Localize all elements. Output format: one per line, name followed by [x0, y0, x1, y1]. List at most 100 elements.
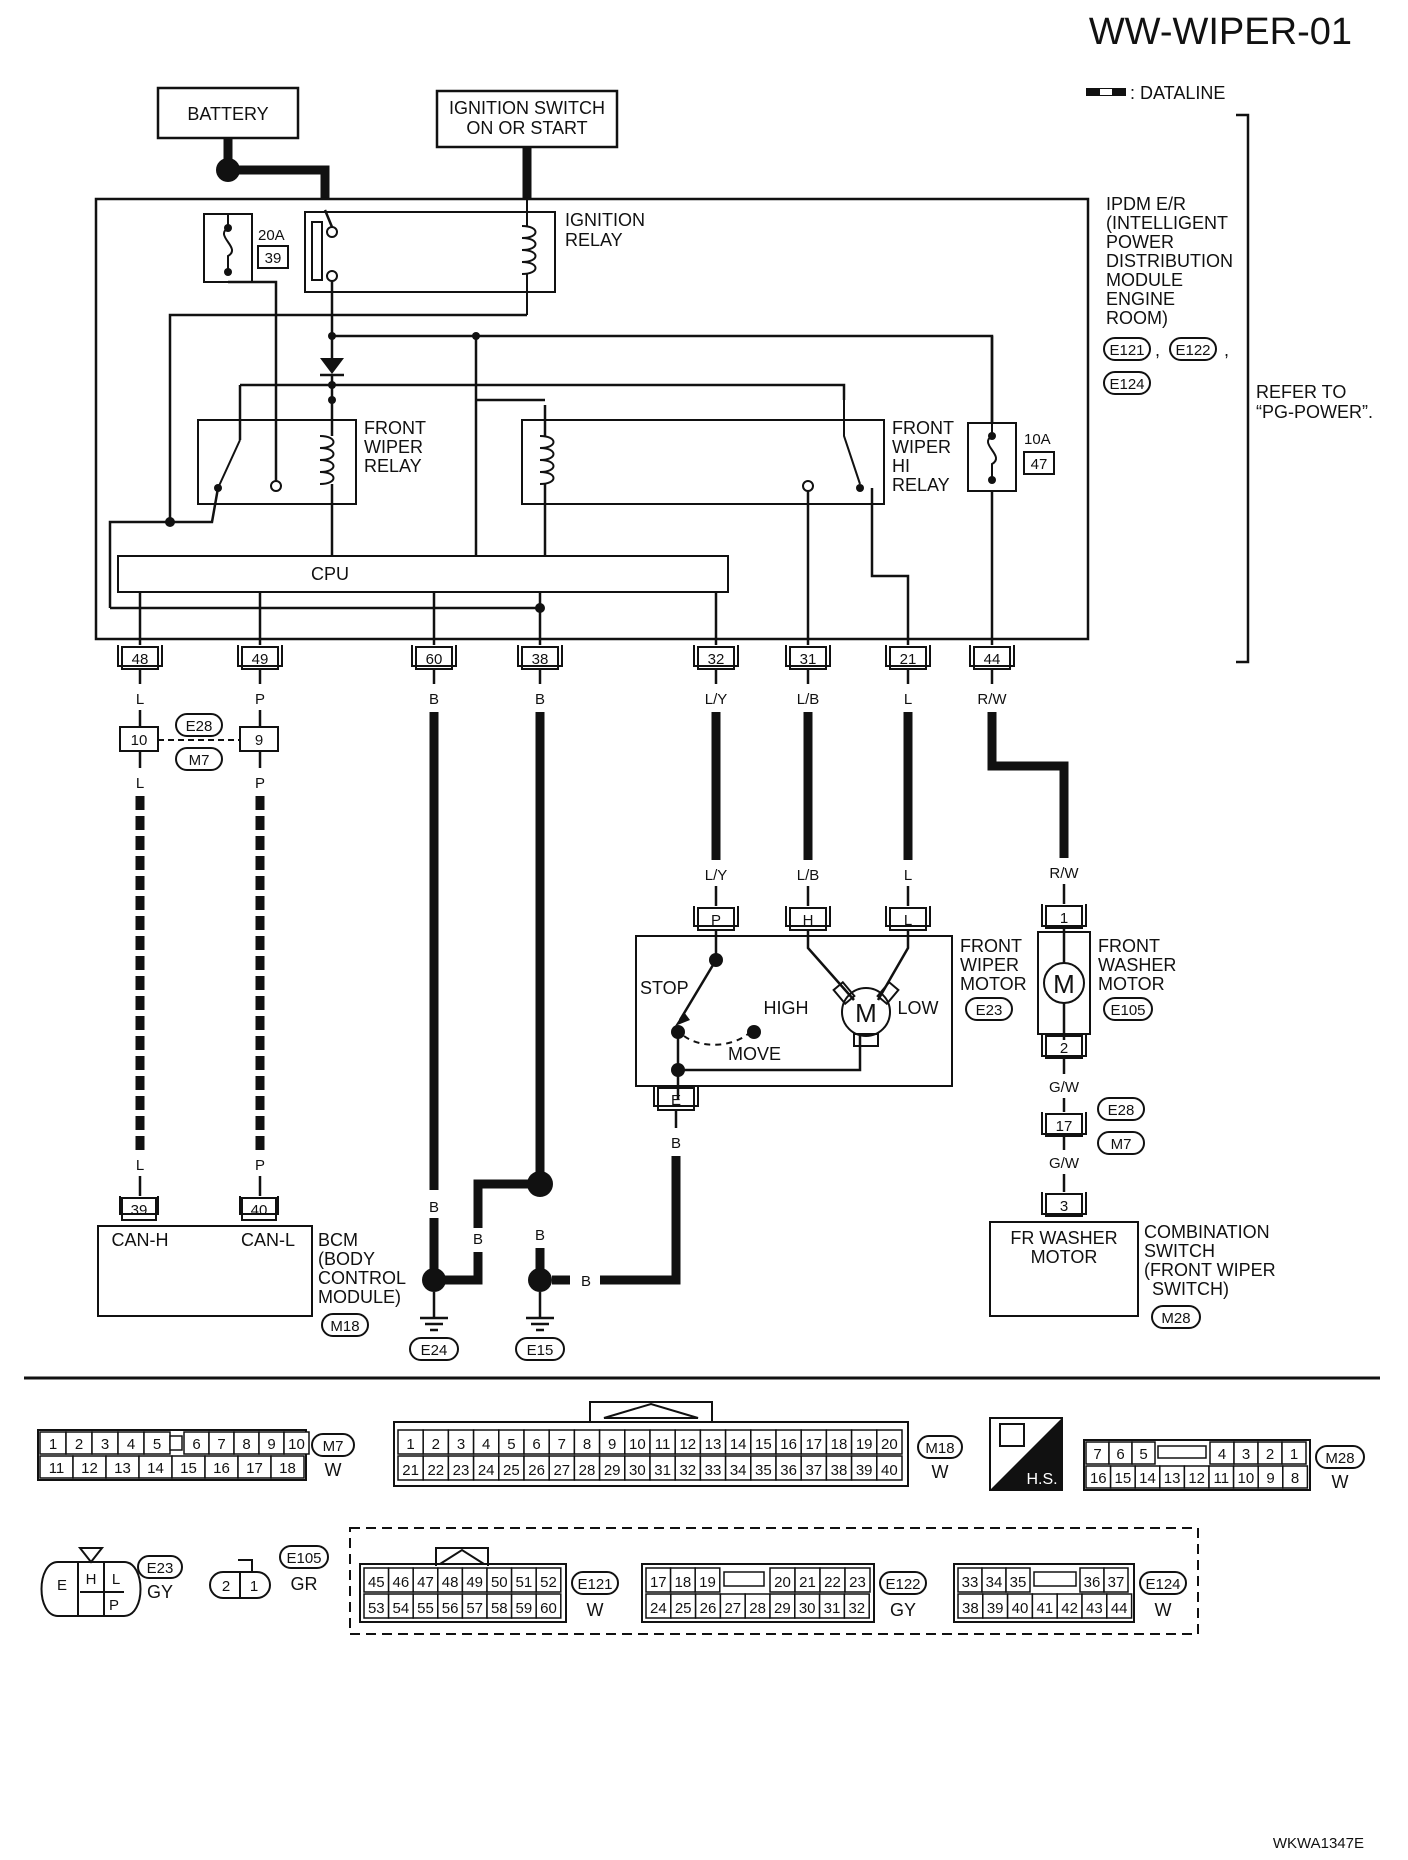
connector-pin: 36	[780, 1462, 797, 1479]
ground-wire-color-38: B	[535, 1227, 545, 1244]
connector-pin: 26	[700, 1600, 717, 1617]
ignition-switch-line1: IGNITION SWITCH	[449, 98, 605, 118]
washer-wire-color-1: G/W	[1049, 1079, 1080, 1096]
connector-pin: 9	[1266, 1470, 1274, 1487]
connector-pin: 25	[503, 1462, 520, 1479]
ignition-relay: IGNITION RELAY	[304, 200, 645, 315]
connector-pin: 30	[799, 1600, 816, 1617]
connector-pin: 48	[442, 1574, 459, 1591]
connector-pin: 7	[1093, 1446, 1101, 1463]
connector-pin: 22	[427, 1462, 444, 1479]
connector-pin: 20	[774, 1574, 791, 1591]
connector-pin: 27	[724, 1600, 741, 1617]
ipdm-terminal-number: 49	[252, 651, 269, 668]
combo-switch-line1: COMBINATION	[1144, 1222, 1270, 1242]
connector-pin: 38	[962, 1600, 979, 1617]
connector-pin: 13	[705, 1436, 722, 1453]
wiper-motor-m: M	[855, 998, 877, 1028]
connector-id: M18	[925, 1440, 954, 1457]
wire-color-label: R/W	[977, 691, 1007, 708]
connector-pin: 16	[213, 1460, 230, 1477]
connector-pin: 31	[824, 1600, 841, 1617]
front-washer-motor-line3: MOTOR	[1098, 974, 1165, 994]
connector-pin: 6	[1116, 1446, 1124, 1463]
connector-pin: 4	[1218, 1446, 1226, 1463]
front-wiper-hi-relay-line3: HI	[892, 456, 910, 476]
combo-switch-conn: M28	[1161, 1310, 1190, 1327]
wire-color-label: L/B	[797, 691, 820, 708]
bcm-line4: MODULE)	[318, 1287, 401, 1307]
connector-pin: 8	[1291, 1470, 1299, 1487]
washer-pin-1: 1	[1060, 910, 1068, 927]
connector-pin: 50	[491, 1574, 508, 1591]
connector-pin: 5	[507, 1436, 515, 1453]
combo-switch-line2: SWITCH	[1144, 1241, 1215, 1261]
connector-pin: 17	[246, 1460, 263, 1477]
connector-pin: 4	[482, 1436, 490, 1453]
combo-switch-line3: (FRONT WIPER	[1144, 1260, 1276, 1280]
connector-pin: 19	[856, 1436, 873, 1453]
connector-pin: 27	[553, 1462, 570, 1479]
bcm-line2: (BODY	[318, 1249, 375, 1269]
joint-pin-10: 10	[131, 732, 148, 749]
connector-pin: 25	[675, 1600, 692, 1617]
connector-pin: 12	[81, 1460, 98, 1477]
front-wiper-motor-conn: E23	[976, 1002, 1003, 1019]
connector-pin: 7	[217, 1436, 225, 1453]
bcm-line3: CONTROL	[318, 1268, 406, 1288]
joint-connector-e28-m7: 10 9 E28 M7	[119, 713, 279, 771]
connector-color: GY	[890, 1600, 916, 1620]
washer-motor-m: M	[1053, 969, 1075, 999]
diagram-title: WW-WIPER-01	[1089, 11, 1352, 53]
connector-pin: 1	[49, 1436, 57, 1453]
connector-pin: 44	[1111, 1600, 1128, 1617]
ipdm-connector-group	[349, 1527, 1199, 1635]
connector-pin: 5	[1139, 1446, 1147, 1463]
ground-wire-color-60: B	[429, 1199, 439, 1216]
wire-color-label: L	[904, 691, 912, 708]
connector-pin: 21	[799, 1574, 816, 1591]
wiper-motor-move: MOVE	[728, 1044, 781, 1064]
ipdm-conn-e124: E124	[1109, 376, 1144, 393]
front-wiper-motor-line3: MOTOR	[960, 974, 1027, 994]
connector-pin: L	[112, 1571, 120, 1588]
connector-pin: 39	[856, 1462, 873, 1479]
connector-pin: 30	[629, 1462, 646, 1479]
dataline-legend-label: : DATALINE	[1130, 83, 1225, 103]
connector-pin: E	[57, 1577, 67, 1594]
washer-joint-e28: E28	[1108, 1102, 1135, 1119]
battery-junction-dot	[216, 158, 240, 182]
connector-pin: 49	[466, 1574, 483, 1591]
fuse-20a-number: 39	[265, 250, 282, 267]
connector-pin: 32	[679, 1462, 696, 1479]
connector-pin: 4	[127, 1436, 135, 1453]
connector-color: W	[1155, 1600, 1172, 1620]
motor-ground-wire-color: B	[671, 1135, 681, 1152]
motor-wire-color-l: L	[904, 867, 912, 884]
connector-pin: 3	[457, 1436, 465, 1453]
wire-color-can-l-bottom: P	[255, 1157, 265, 1174]
ipdm-terminal-number: 31	[800, 651, 817, 668]
connector-pin: 23	[849, 1574, 866, 1591]
wire-color-label: P	[255, 691, 265, 708]
connector-pin: 29	[604, 1462, 621, 1479]
connector-pin: 55	[417, 1600, 434, 1617]
joint-conn-e28: E28	[186, 718, 213, 735]
harness-side-badge: H.S.	[989, 1417, 1063, 1491]
motor-pin-p: P	[711, 912, 721, 929]
bcm-module: 39 40 CAN-H CAN-L BCM (BODY CONTROL MODU…	[97, 1196, 406, 1337]
connector-pin: 18	[279, 1460, 296, 1477]
connector-pin: 47	[417, 1574, 434, 1591]
connector-pin: 51	[516, 1574, 533, 1591]
ipdm-label: IPDM E/R (INTELLIGENT POWER DISTRIBUTION…	[1103, 194, 1233, 395]
wire-color-label: L	[136, 691, 144, 708]
battery-box: BATTERY	[156, 86, 300, 140]
combo-switch-line4: SWITCH)	[1152, 1279, 1229, 1299]
ipdm-line7: ROOM)	[1106, 308, 1168, 328]
